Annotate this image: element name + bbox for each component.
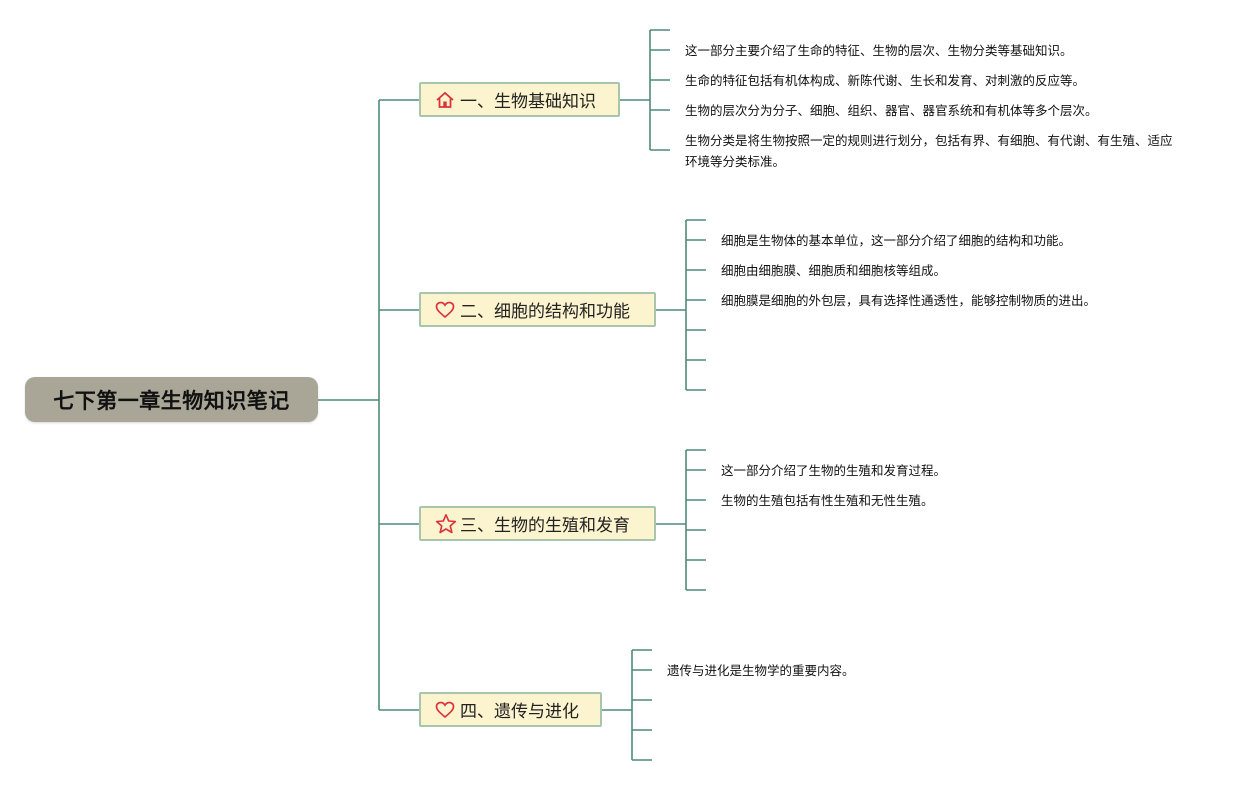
heart-icon — [435, 299, 457, 321]
root-title: 七下第一章生物知识笔记 — [53, 388, 290, 413]
leaf-topic[interactable]: 细胞由细胞膜、细胞质和细胞核等组成。 — [721, 263, 947, 278]
branch-label: 三、生物的生殖和发育 — [460, 516, 630, 536]
leaf-topic[interactable]: 生物的层次分为分子、细胞、组织、器官、器官系统和有机体等多个层次。 — [685, 103, 1098, 118]
leaf-topic[interactable]: 生物分类是将生物按照一定的规则进行划分，包括有界、有细胞、有代谢、有生殖、适应环… — [685, 133, 1173, 169]
leaf-topic[interactable]: 细胞膜是细胞的外包层，具有选择性通透性，能够控制物质的进出。 — [721, 293, 1097, 308]
heart-icon — [435, 699, 457, 721]
leaf-topic[interactable]: 遗传与进化是生物学的重要内容。 — [667, 663, 855, 678]
home-icon — [435, 89, 457, 111]
leaf-topic[interactable]: 生物的生殖包括有性生殖和无性生殖。 — [721, 493, 934, 508]
branch-topic-4[interactable]: 四、遗传与进化 — [419, 692, 602, 727]
branch-topic-2[interactable]: 二、细胞的结构和功能 — [419, 292, 656, 327]
branch-topic-3[interactable]: 三、生物的生殖和发育 — [419, 506, 656, 541]
leaf-topic[interactable]: 这一部分介绍了生物的生殖和发育过程。 — [721, 463, 947, 478]
branch-label: 四、遗传与进化 — [460, 702, 579, 722]
leaf-topic[interactable]: 细胞是生物体的基本单位，这一部分介绍了细胞的结构和功能。 — [721, 233, 1072, 248]
leaf-topic[interactable]: 生命的特征包括有机体构成、新陈代谢、生长和发育、对刺激的反应等。 — [685, 73, 1086, 88]
leaf-topic[interactable]: 这一部分主要介绍了生命的特征、生物的层次、生物分类等基础知识。 — [685, 43, 1073, 58]
star-icon — [435, 513, 457, 535]
branch-topic-1[interactable]: 一、生物基础知识 — [419, 82, 620, 117]
root-topic[interactable]: 七下第一章生物知识笔记 — [25, 377, 318, 422]
branch-label: 一、生物基础知识 — [460, 92, 596, 112]
branch-label: 二、细胞的结构和功能 — [460, 302, 630, 322]
